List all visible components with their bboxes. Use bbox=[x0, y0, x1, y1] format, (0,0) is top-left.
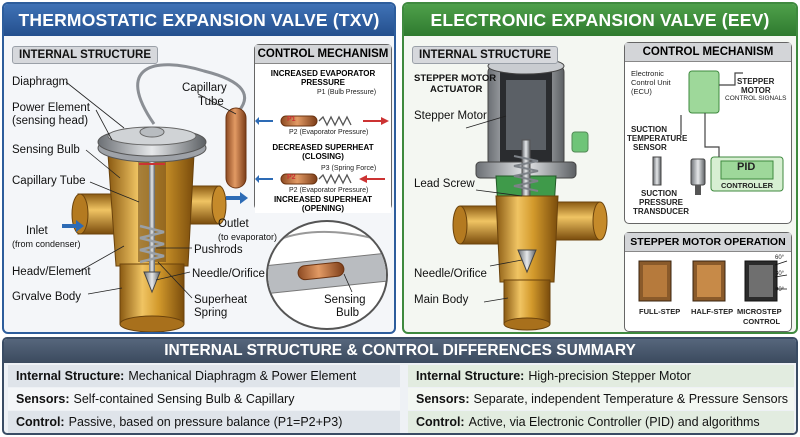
deg-90: 90° bbox=[775, 287, 785, 293]
label-pushrods: Pushrods bbox=[194, 244, 243, 256]
label-capillary-tube: Capillary Tube bbox=[12, 175, 86, 187]
eev-panel: ELECTRONIC EXPANSION VALVE (EEV) bbox=[402, 2, 798, 334]
summary-left-row-3: Control:Passive, based on pressure balan… bbox=[8, 411, 400, 433]
ecu-label-3: (ECU) bbox=[631, 87, 652, 96]
sensing-bulb-zoom-label-2: Bulb bbox=[336, 307, 360, 319]
eev-control-mechanism: CONTROL MECHANISM Electronic Control Uni… bbox=[624, 42, 792, 224]
sensing-bulb-zoom: Sensing Bulb bbox=[266, 220, 388, 330]
suction-temp-1: SUCTION bbox=[631, 125, 667, 134]
stepper-operation-head: STEPPER MOTOR OPERATION bbox=[625, 233, 791, 252]
label-lead-screw: Lead Screw bbox=[414, 178, 475, 190]
eev-valve-illustration bbox=[452, 57, 608, 331]
summary-right-val-3: Active, via Electronic Controller (PID) … bbox=[468, 415, 760, 429]
label-sensing-bulb: Sensing Bulb bbox=[12, 144, 80, 156]
label-outlet-sub: (to evaporator) bbox=[218, 232, 278, 242]
txv-control-head: CONTROL MECHANISM bbox=[255, 45, 391, 64]
increased-superheat-2: (OPENING) bbox=[255, 204, 391, 213]
microstep-label-2: CONTROL bbox=[743, 317, 781, 326]
p3-label: P3 (Spring Force) bbox=[321, 165, 377, 172]
summary-right-key-3: Control: bbox=[416, 415, 465, 429]
label-capillary-top-1: Capillary bbox=[182, 82, 227, 94]
ecu-label-2: Control Unit bbox=[631, 78, 671, 87]
suction-press-3: TRANSDUCER bbox=[633, 207, 689, 216]
label-valve-body: Grvalve Body bbox=[12, 291, 82, 303]
eev-control-graphics bbox=[652, 70, 784, 195]
summary-right-val-2: Separate, independent Temperature & Pres… bbox=[473, 392, 789, 406]
suction-press-1: SUCTION bbox=[641, 189, 677, 198]
controller-label: CONTROLLER bbox=[721, 181, 774, 190]
summary-left-key-1: Internal Structure: bbox=[16, 369, 125, 383]
label-stepper-actuator-2: ACTUATOR bbox=[430, 84, 483, 95]
summary-title: INTERNAL STRUCTURE & CONTROL DIFFERENCES… bbox=[4, 339, 796, 363]
decreased-superheat-2: (CLOSING) bbox=[302, 152, 344, 161]
label-superheat-1: Superheat bbox=[194, 294, 248, 306]
deg-30: 30° bbox=[775, 271, 785, 277]
increased-pressure-2: PRESSURE bbox=[300, 78, 345, 87]
decreased-superheat-1: DECREASED SUPERHEAT bbox=[272, 143, 374, 152]
label-capillary-top-2: Tube bbox=[198, 96, 224, 108]
p1-label: P1 (Bulb Pressure) bbox=[317, 89, 377, 96]
label-main-body: Main Body bbox=[414, 294, 469, 306]
eev-control-head: CONTROL MECHANISM bbox=[625, 43, 791, 62]
label-stepper-motor: Stepper Motor bbox=[414, 110, 487, 122]
tag-p2: P2 bbox=[287, 174, 296, 181]
ecu-label-1: Electronic bbox=[631, 69, 664, 78]
tag-p1: P1 bbox=[287, 116, 296, 123]
label-stepper-actuator-1: STEPPER MOTOR bbox=[414, 73, 497, 84]
suction-temp-2: TEMPERATURE bbox=[627, 134, 688, 143]
eev-title: ELECTRONIC EXPANSION VALVE (EEV) bbox=[404, 4, 796, 36]
txv-control-mechanism: CONTROL MECHANISM INCREASED EVAPORATOR P… bbox=[254, 44, 392, 213]
label-sensing-head: (sensing head) bbox=[12, 115, 89, 127]
sensing-bulb-zoom-graphic bbox=[268, 230, 386, 294]
suction-press-2: PRESSURE bbox=[639, 198, 684, 207]
label-outlet: Outlet bbox=[218, 218, 249, 230]
txv-title: THERMOSTATIC EXPANSION VALVE (TXV) bbox=[4, 4, 394, 36]
summary-left-row-1: Internal Structure:Mechanical Diaphragm … bbox=[8, 365, 400, 387]
label-eev-needle: Needle/Orifice bbox=[414, 268, 487, 280]
txv-internal-structure-tag: INTERNAL STRUCTURE bbox=[12, 46, 159, 64]
stepper-operation-box: STEPPER MOTOR OPERATION FULL-STEP HALF-S… bbox=[624, 232, 792, 332]
sensing-bulb-zoom-label-1: Sensing bbox=[324, 294, 366, 306]
summary-left-val-2: Self-contained Sensing Bulb & Capillary bbox=[73, 392, 295, 406]
summary-left-row-2: Sensors:Self-contained Sensing Bulb & Ca… bbox=[8, 388, 400, 410]
increased-superheat-1: INCREASED SUPERHEAT bbox=[273, 195, 373, 204]
summary-left-key-3: Control: bbox=[16, 415, 65, 429]
label-power-element: Power Element bbox=[12, 102, 90, 114]
txv-panel: THERMOSTATIC EXPANSION VALVE (TXV) bbox=[2, 2, 396, 334]
stepper-signal-3: CONTROL SIGNALS bbox=[725, 95, 787, 102]
txv-control-graphics bbox=[255, 115, 389, 185]
label-needle-orifice: Needle/Orifice bbox=[192, 268, 265, 280]
summary-right-val-1: High-precision Stepper Motor bbox=[528, 369, 691, 383]
label-diaphragm: Diaphragm bbox=[12, 76, 69, 88]
label-superheat-2: Spring bbox=[194, 307, 228, 319]
p2b-label: P2 (Evaporator Pressure) bbox=[289, 187, 369, 194]
deg-60: 60° bbox=[775, 255, 785, 261]
pid-label: PID bbox=[737, 161, 756, 173]
summary-right-row-3: Control:Active, via Electronic Controlle… bbox=[408, 411, 794, 433]
suction-temp-3: SENSOR bbox=[633, 143, 667, 152]
summary-left-val-3: Passive, based on pressure balance (P1=P… bbox=[68, 415, 343, 429]
eev-internal-structure-tag: INTERNAL STRUCTURE bbox=[412, 46, 559, 64]
label-inlet: Inlet bbox=[26, 225, 48, 237]
half-step-label: HALF-STEP bbox=[691, 307, 734, 316]
summary-right-row-2: Sensors:Separate, independent Temperatur… bbox=[408, 388, 794, 410]
summary-right-key-2: Sensors: bbox=[416, 392, 470, 406]
increased-pressure-1: INCREASED EVAPORATOR bbox=[270, 69, 376, 78]
stepper-signal-2: MOTOR bbox=[741, 86, 771, 95]
txv-valve-illustration bbox=[62, 63, 248, 332]
microstep-label-1: MICROSTEP bbox=[737, 307, 782, 316]
summary-left-val-1: Mechanical Diaphragm & Power Element bbox=[128, 369, 357, 383]
label-head-element: Headv/Element bbox=[12, 266, 91, 278]
p2a-label: P2 (Evaporator Pressure) bbox=[289, 129, 369, 136]
stepper-operation-graphics bbox=[638, 260, 788, 302]
summary-right-key-1: Internal Structure: bbox=[416, 369, 525, 383]
summary-left-key-2: Sensors: bbox=[16, 392, 70, 406]
label-inlet-sub: (from condenser) bbox=[12, 239, 81, 249]
full-step-label: FULL-STEP bbox=[639, 307, 681, 316]
summary-right-row-1: Internal Structure:High-precision Steppe… bbox=[408, 365, 794, 387]
stepper-signal-1: STEPPER bbox=[737, 77, 775, 86]
summary-panel: INTERNAL STRUCTURE & CONTROL DIFFERENCES… bbox=[2, 337, 798, 435]
